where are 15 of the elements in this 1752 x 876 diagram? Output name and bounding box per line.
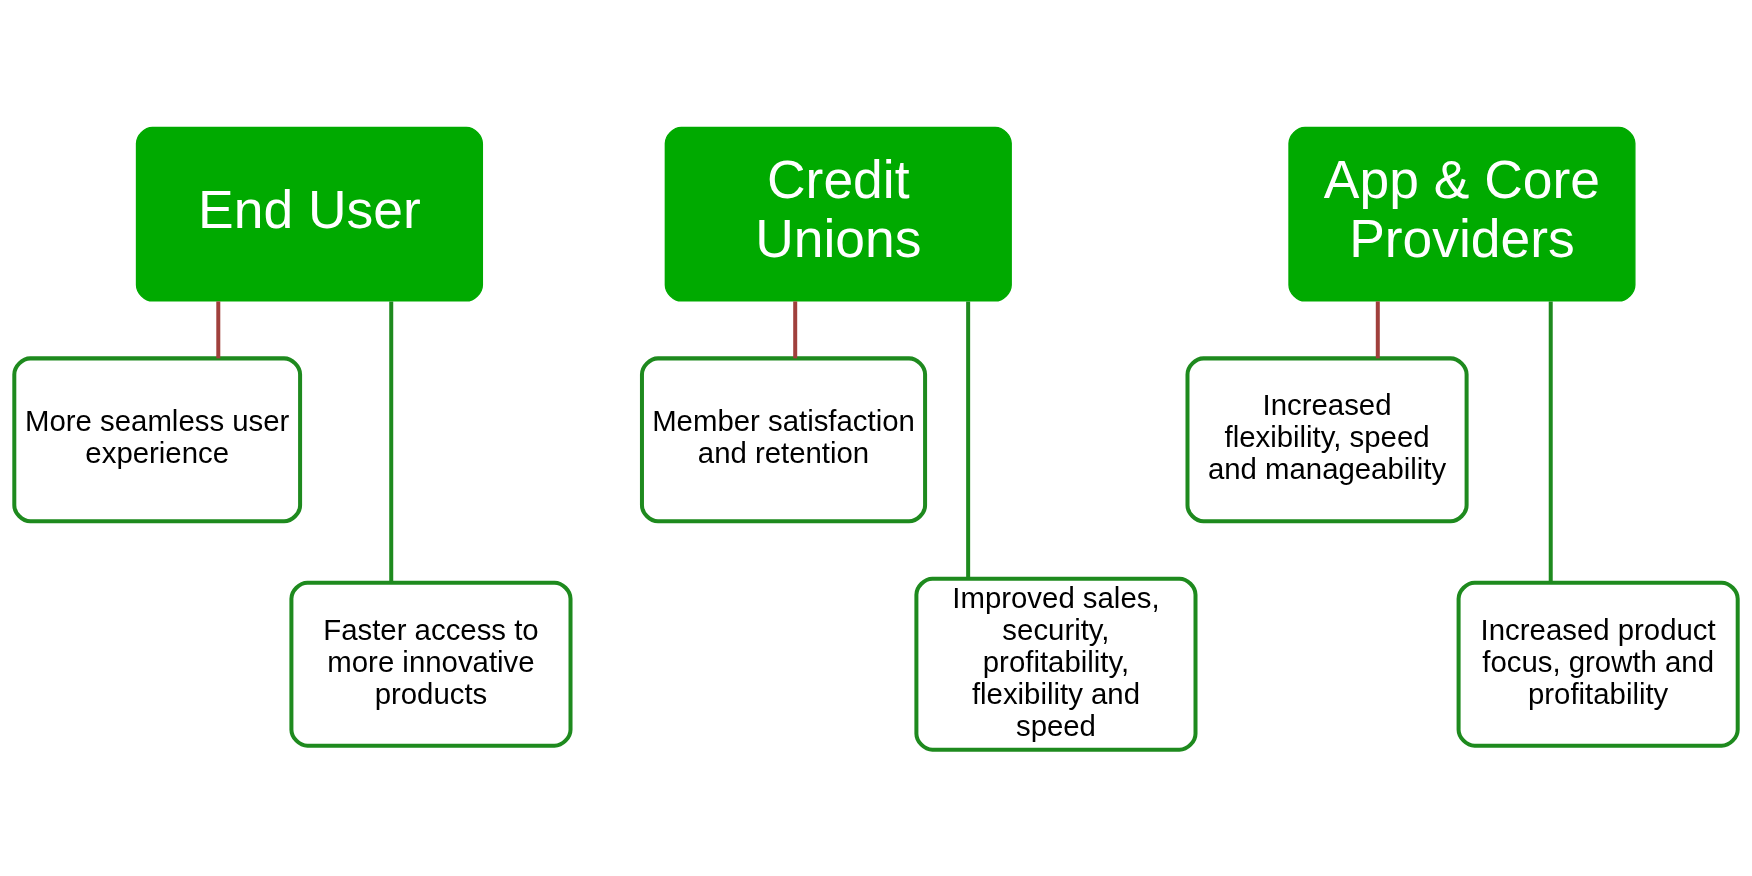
node-box: Increased flexibility, speed and manageability (1185, 355, 1469, 523)
node-box: End User (135, 126, 484, 302)
connector (966, 300, 971, 579)
node-box: Increased product focus, growth and profitability (1456, 580, 1740, 748)
connector (389, 300, 394, 582)
node-box: More seamless user experience (12, 355, 303, 523)
connector (1548, 300, 1553, 582)
node-box: Faster access to more innovative products (289, 580, 573, 748)
node-box: Member satisfaction and retention (639, 355, 928, 523)
connector (793, 300, 798, 358)
connector (216, 300, 221, 358)
node-box: App & Core Providers (1288, 126, 1636, 302)
connector (1375, 300, 1380, 358)
node-box: Credit Unions (664, 126, 1012, 302)
node-box: Improved sales, security, profitability, flexibility and speed (914, 576, 1198, 752)
